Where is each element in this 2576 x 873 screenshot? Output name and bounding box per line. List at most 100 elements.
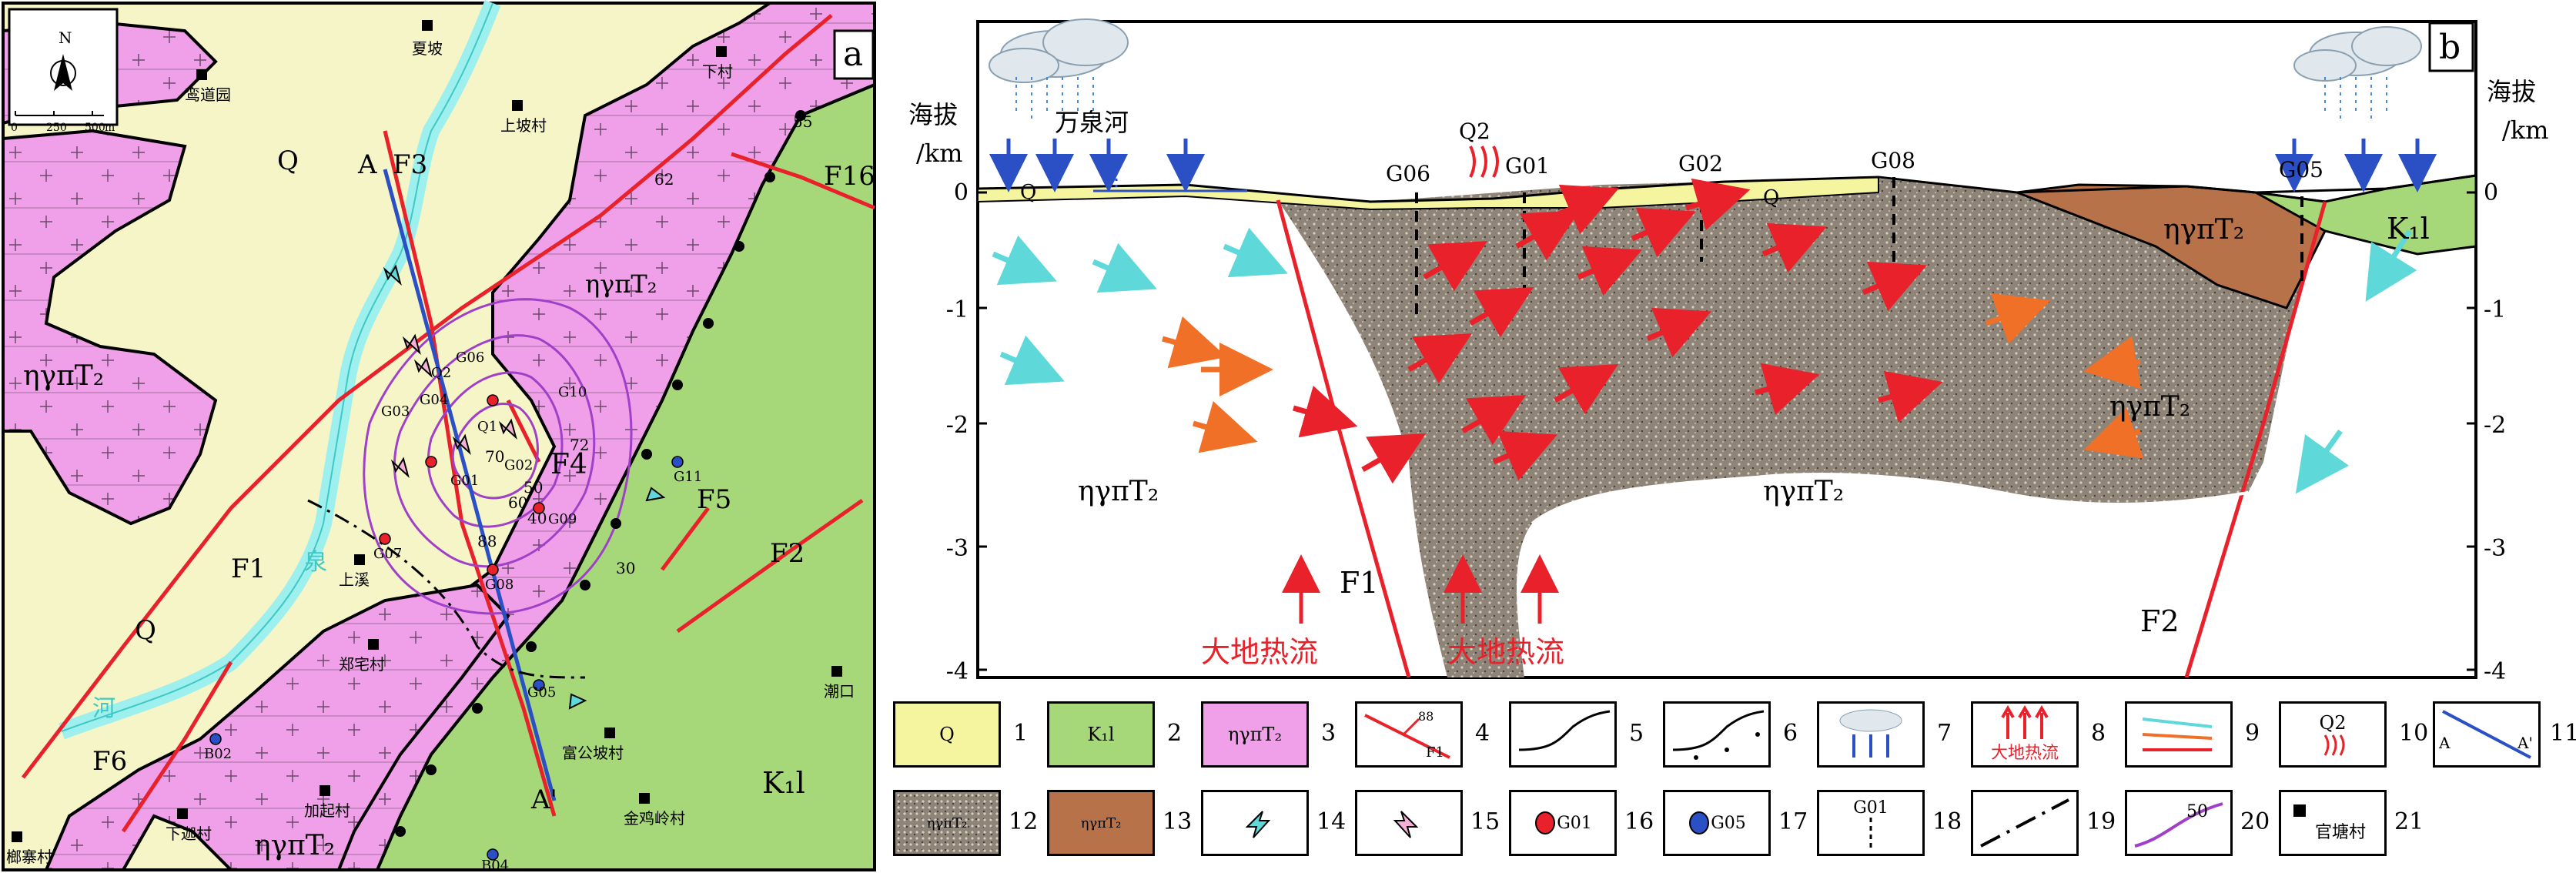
svg-text:B04: B04 — [481, 858, 509, 873]
fault-f3 — [383, 130, 557, 817]
fault-f6 — [121, 661, 233, 833]
contour-values: 50 60 30 40 88 55 62 72 70 — [477, 112, 812, 577]
river-label-2: 河 — [92, 695, 115, 722]
legend: Q 1 K₁l 2 ηγπT₂ 3 F1 88 4 5 6 7 — [893, 697, 2576, 870]
map-label-q-north: Q — [277, 146, 299, 176]
village-names: 夏坡 上坡村 下村 鸾道园 上溪 郑宅村 加起村 下迦村 榔寨村 富公坡村 金鸡… — [6, 39, 855, 866]
legend-text-16: G01 — [1557, 813, 1592, 833]
svg-text:55: 55 — [793, 112, 812, 131]
flow-arrows-icon — [2142, 717, 2213, 751]
legend-num-6: 6 — [1783, 720, 1798, 747]
contour-icon — [2134, 802, 2223, 848]
svg-text:郑宅村: 郑宅村 — [339, 655, 385, 674]
village-square-icon — [2293, 804, 2306, 817]
svg-text:250: 250 — [46, 122, 67, 134]
legend-num-12: 12 — [1009, 808, 1039, 835]
spring-icon — [1469, 146, 1499, 178]
fault-label-f16: F16 — [824, 161, 875, 192]
panel-b-label: b — [2439, 28, 2461, 67]
section-line-icon — [2442, 710, 2531, 759]
svg-text:0: 0 — [11, 122, 18, 134]
svg-text:-1: -1 — [946, 296, 969, 323]
section-granite-east: ηγπT₂ — [2109, 391, 2190, 423]
legend-num-8: 8 — [2091, 720, 2106, 747]
section-q-left: Q — [1020, 181, 1036, 204]
svg-text:-2: -2 — [2484, 412, 2506, 439]
hot-flow-arrow-icon — [1393, 811, 1419, 838]
y-axis-right — [2467, 191, 2476, 671]
section-end-a-prime: A' — [530, 784, 557, 815]
section-fault-f2: F2 — [2140, 604, 2180, 638]
section-granite-west: ηγπT₂ — [1078, 476, 1159, 507]
fault-label-f4: F4 — [550, 449, 587, 480]
elev-title-left: 海拔 — [908, 100, 958, 129]
red-well-icon — [1535, 811, 1556, 835]
mix-arrows — [1162, 293, 2144, 459]
svg-text:0: 0 — [954, 179, 969, 206]
section-q-right: Q — [1763, 186, 1779, 209]
geologic-map-panel: Q Q K₁l ηγπT₂ ηγπT₂ ηγπT₂ F1 F2 F3 F4 F5… — [2, 0, 876, 873]
legend-text-21: 官塘村 — [2315, 823, 2367, 842]
svg-text:G06: G06 — [456, 350, 484, 366]
legend-text-18: G01 — [1853, 798, 1889, 818]
svg-text:-3: -3 — [2484, 535, 2506, 562]
section-fault-f1: F1 — [1340, 566, 1379, 600]
temperature-contours — [363, 298, 633, 615]
legend-num-10: 10 — [2399, 720, 2429, 747]
svg-text:70: 70 — [485, 447, 504, 466]
fault-label-f1: F1 — [231, 554, 266, 584]
legend-text-17: G05 — [1711, 813, 1746, 833]
svg-text:88: 88 — [477, 532, 497, 550]
village-marks — [12, 20, 842, 842]
legend-text-3: ηγπT₂ — [1227, 724, 1283, 745]
heat-flow-icon — [2001, 705, 2049, 739]
fault-label-f6: F6 — [92, 746, 127, 777]
legend-text-12: ηγπT₂ — [926, 814, 968, 831]
fault-label-f3: F3 — [393, 149, 427, 180]
reservoir-zone — [1278, 179, 2310, 677]
legend-text-10: Q2 — [2319, 712, 2347, 734]
svg-text:40: 40 — [527, 509, 547, 527]
well-names: G01 G02 G03 G04 G05 G06 G07 G08 G09 G10 … — [204, 350, 702, 873]
svg-text:G05: G05 — [2279, 157, 2323, 182]
svg-text:-2: -2 — [946, 412, 969, 439]
svg-text:G02: G02 — [1678, 151, 1723, 176]
granite-west — [2, 129, 218, 526]
legend-text-2: K₁l — [1087, 724, 1115, 745]
svg-text:60: 60 — [508, 493, 527, 512]
svg-text:Q1: Q1 — [477, 419, 497, 435]
heat-flow-left: 大地热流 — [1201, 635, 1318, 669]
legend-num-16: 16 — [1624, 808, 1654, 835]
k1l-green — [2255, 174, 2477, 256]
cloud-left — [989, 18, 1129, 83]
rain-drops — [1015, 77, 2387, 123]
cold-flow-arrow-icon — [1245, 811, 1271, 838]
section-well-labels: G06 G01 G02 G08 G05 — [1386, 148, 2323, 186]
legend-num-5: 5 — [1629, 720, 1644, 747]
heat-arrows — [1293, 178, 1943, 484]
legend-num-21: 21 — [2394, 808, 2424, 835]
legend-num-17: 17 — [1778, 808, 1808, 835]
fault-f4 — [506, 399, 541, 463]
svg-text:上溪: 上溪 — [339, 570, 370, 589]
legend-num-4: 4 — [1475, 720, 1490, 747]
fault-f16 — [731, 152, 875, 210]
svg-text:-1: -1 — [2484, 296, 2506, 323]
svg-text:G03: G03 — [381, 403, 410, 420]
svg-text:金鸡岭村: 金鸡岭村 — [624, 809, 685, 828]
y-ticks-left: 0 -1 -2 -3 -4 — [946, 179, 969, 685]
svg-text:G02: G02 — [504, 457, 533, 473]
wells-blue — [209, 456, 684, 861]
elev-unit-left: /km — [916, 139, 963, 168]
legend-num-14: 14 — [1316, 808, 1347, 835]
rain-arrows — [989, 139, 2437, 192]
svg-text:m: m — [105, 122, 115, 134]
svg-text:Q2: Q2 — [431, 365, 451, 381]
svg-text:72: 72 — [570, 436, 589, 454]
legend-num-20: 20 — [2240, 808, 2270, 835]
svg-text:G11: G11 — [674, 469, 702, 485]
fault-f2 — [676, 498, 864, 634]
spring-label: Q2 — [1459, 119, 1490, 144]
svg-text:30: 30 — [616, 559, 635, 577]
svg-text:G10: G10 — [558, 384, 587, 400]
